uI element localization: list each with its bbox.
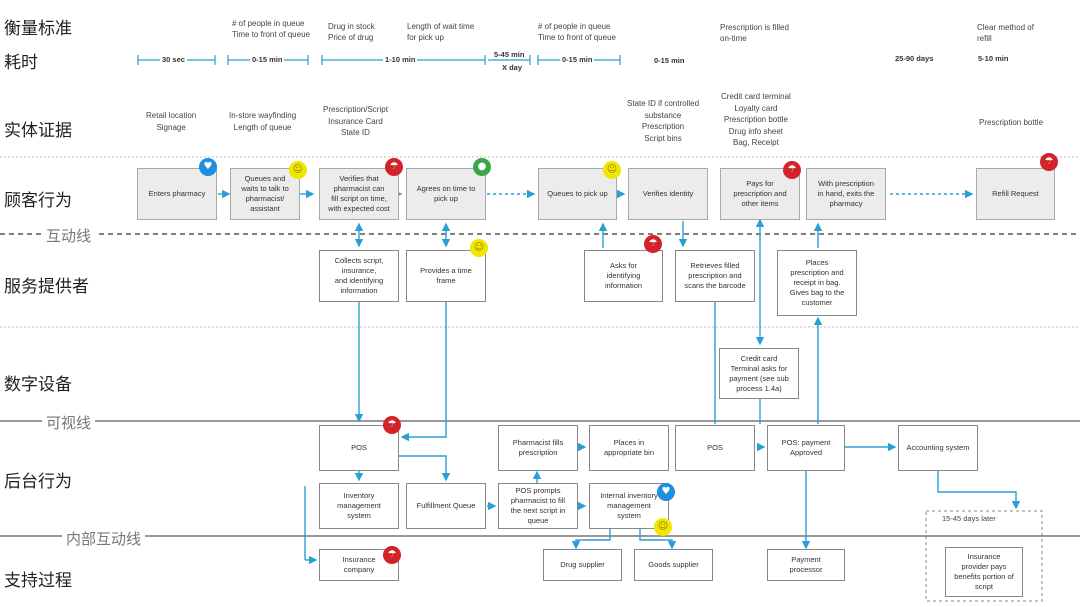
backstage-inventory-management: Inventory management system — [319, 483, 399, 529]
backstage-accounting-system: Accounting system — [898, 425, 978, 471]
support-goods-supplier: Goods supplier — [634, 549, 713, 581]
support-drug-supplier: Drug supplier — [543, 549, 622, 581]
customer-action-pays: Pays for prescription and other items — [720, 168, 800, 220]
smile-icon: ☺ — [603, 161, 621, 179]
evidence-1: Retail location Signage — [146, 111, 197, 132]
provider-action-places-bag: Places prescription and receipt in bag. … — [777, 250, 857, 316]
provider-action-time-frame: Provides a time frame — [406, 250, 486, 302]
evidence-6: Prescription bottle — [979, 118, 1044, 127]
customer-action-verifies-pharmacist: Verifies that pharmacist can fill script… — [319, 168, 399, 220]
backstage-pos-prompts: POS prompts pharmacist to fill the next … — [498, 483, 578, 529]
time-8: 25-90 days — [893, 54, 936, 63]
customer-action-verifies-identity: Verifies identity — [628, 168, 708, 220]
customer-action-agrees: Agrees on time to pick up — [406, 168, 486, 220]
evidence-5: Credit card terminal Loyalty card Prescr… — [721, 92, 791, 147]
time-3: 1-10 min — [383, 55, 418, 64]
umbrella-icon: ☂ — [383, 416, 401, 434]
apple-icon: ● — [473, 158, 491, 176]
evidence-3: Prescription/Script Insurance Card State… — [323, 105, 388, 137]
lane-label-customer: 顾客行为 — [4, 191, 72, 211]
lane-label-metric: 衡量标准 — [4, 19, 72, 39]
lane-label-support: 支持过程 — [4, 571, 72, 591]
umbrella-icon: ☂ — [644, 235, 662, 253]
backstage-pos-2: POS — [675, 425, 755, 471]
later-note: 15-45 days later — [942, 514, 996, 523]
internal-interaction-line-label: 内部互动线 — [62, 528, 146, 549]
time-7: 0-15 min — [652, 56, 687, 65]
metric-2: Drug in stock Price of drug — [328, 22, 375, 42]
interaction-line-label: 互动线 — [42, 225, 96, 246]
umbrella-icon: ☂ — [1040, 153, 1058, 171]
metric-4: # of people in queue Time to front of qu… — [538, 22, 616, 42]
customer-action-queues-pickup: Queues to pick up — [538, 168, 617, 220]
lane-label-digital: 数字设备 — [4, 375, 72, 395]
heart-icon: ♥ — [657, 483, 675, 501]
metric-1: # of people in queue Time to front of qu… — [232, 19, 310, 39]
smile-icon: ☺ — [470, 239, 488, 257]
backstage-places-bin: Places in appropriate bin — [589, 425, 669, 471]
metric-6: Clear method of refill — [977, 23, 1034, 43]
backstage-pos-payment-approved: POS: payment Approved — [767, 425, 845, 471]
lane-label-provider: 服务提供者 — [4, 277, 89, 297]
time-6: 0-15 min — [560, 55, 595, 64]
lane-label-backstage: 后台行为 — [4, 472, 72, 492]
support-payment-processor: Payment processor — [767, 549, 845, 581]
lane-label-evidence: 实体证据 — [4, 121, 72, 141]
customer-action-refill: Refill Request — [976, 168, 1055, 220]
customer-action-enters: Enters pharmacy — [137, 168, 217, 220]
evidence-4: State ID if controlled substance Prescri… — [627, 99, 700, 143]
umbrella-icon: ☂ — [383, 546, 401, 564]
time-4: 5-45 min — [492, 50, 527, 59]
time-1: 30 sec — [160, 55, 187, 64]
smile-icon: ☺ — [654, 518, 672, 536]
lane-label-time: 耗时 — [4, 53, 38, 73]
time-2: 0-15 min — [250, 55, 285, 64]
customer-action-exits: With prescription in hand, exits the pha… — [806, 168, 886, 220]
visibility-line-label: 可视线 — [42, 412, 96, 433]
umbrella-icon: ☂ — [783, 161, 801, 179]
digital-credit-card-terminal: Credit card Terminal asks for payment (s… — [719, 348, 799, 399]
provider-action-asks-id: Asks for identifying information — [584, 250, 663, 302]
provider-action-retrieves: Retrieves filled prescription and scans … — [675, 250, 755, 302]
backstage-pharmacist-fills: Pharmacist fills prescription — [498, 425, 578, 471]
umbrella-icon: ☂ — [385, 158, 403, 176]
provider-action-collects: Collects script, insurance, and identify… — [319, 250, 399, 302]
backstage-pos: POS — [319, 425, 399, 471]
smile-icon: ☺ — [289, 161, 307, 179]
evidence-2: In-store wayfinding Length of queue — [229, 111, 297, 132]
support-insurance-provider-pays: Insurance provider pays benefits portion… — [945, 547, 1023, 597]
customer-action-queues: Queues and waits to talk to pharmacist/ … — [230, 168, 300, 220]
time-9: 5-10 min — [976, 54, 1011, 63]
metric-5: Prescription is filled on-time — [720, 23, 789, 43]
backstage-fulfillment-queue: Fulfillment Queue — [406, 483, 486, 529]
metric-3: Length of wait time for pick up — [407, 22, 475, 42]
time-5: X day — [500, 63, 525, 72]
heart-icon: ♥ — [199, 158, 217, 176]
